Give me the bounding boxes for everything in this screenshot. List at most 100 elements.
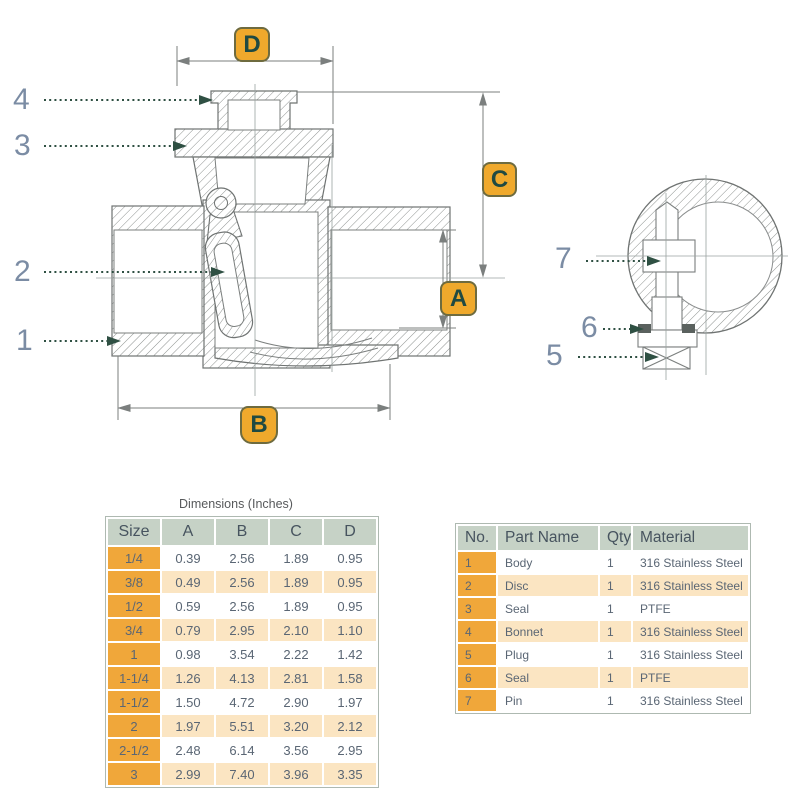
table-cell: 3.96 [270,763,322,785]
table-cell: 2.56 [216,571,268,593]
callout-6: 6 [581,311,598,344]
col-header-part-name: Part Name [498,526,598,550]
table-cell: Bonnet [498,621,598,642]
table-cell: 3.54 [216,643,268,665]
table-cell: 1 [600,690,631,711]
table-cell: 7 [458,690,496,711]
table-cell: 3 [458,598,496,619]
table-cell: 1 [600,552,631,573]
table-cell: 2.99 [162,763,214,785]
table-cell: 1.42 [324,643,376,665]
callout-2: 2 [14,255,31,288]
table-cell: 4.72 [216,691,268,713]
plug-body [651,296,683,331]
dim-badge-c: C [482,162,517,197]
table-cell: 2.10 [270,619,322,641]
col-header-a: A [162,519,214,545]
table-cell: 5 [458,644,496,665]
side-view [596,175,788,380]
table-cell: 2.22 [270,643,322,665]
table-cell: 2.56 [216,595,268,617]
table-cell: 1/2 [108,595,160,617]
table-cell: 316 Stainless Steel [633,552,748,573]
col-header-d: D [324,519,376,545]
table-cell: 0.98 [162,643,214,665]
table-cell: 0.95 [324,595,376,617]
col-header-material: Material [633,526,748,550]
technical-drawing [44,46,788,420]
table-cell: 0.49 [162,571,214,593]
table-cell: Seal [498,667,598,688]
table-cell: 316 Stainless Steel [633,575,748,596]
table-cell: 2-1/2 [108,739,160,761]
table-cell: 2 [458,575,496,596]
table-cell: 1 [458,552,496,573]
centerlines-front [96,84,505,396]
dimensions-table-title: Dimensions (Inches) [179,497,293,511]
table-cell: 1-1/4 [108,667,160,689]
callout-5: 5 [546,339,563,372]
callout-3: 3 [14,129,31,162]
table-cell: 6.14 [216,739,268,761]
table-cell: 1-1/2 [108,691,160,713]
table-cell: 2.48 [162,739,214,761]
table-cell: 1.10 [324,619,376,641]
table-cell: 1 [600,575,631,596]
table-cell: 0.95 [324,571,376,593]
callout-4: 4 [13,83,30,116]
table-cell: 2.95 [216,619,268,641]
callout-1: 1 [16,324,33,357]
col-header-c: C [270,519,322,545]
table-cell: 2.81 [270,667,322,689]
leader-arrowheads [107,95,661,362]
table-cell: 0.59 [162,595,214,617]
table-cell: 3.20 [270,715,322,737]
table-cell: 1.58 [324,667,376,689]
table-cell: PTFE [633,667,748,688]
table-cell: 3 [108,763,160,785]
table-cell: 3.56 [270,739,322,761]
table-cell: 0.95 [324,547,376,569]
table-cell: Body [498,552,598,573]
table-cell: 3.35 [324,763,376,785]
table-cell: 0.79 [162,619,214,641]
col-header-b: B [216,519,268,545]
plug-end-square [642,346,691,370]
dim-badge-b: B [240,406,278,444]
table-cell: 1 [600,621,631,642]
table-cell: 1.97 [324,691,376,713]
seal-left [638,324,651,333]
table-cell: 6 [458,667,496,688]
table-cell: 1.89 [270,595,322,617]
dimensions-header-row: Size A B C D [108,519,376,545]
centerlines-side [596,175,788,380]
table-cell: 2 [108,715,160,737]
table-cell: 1 [600,644,631,665]
table-cell: 2.12 [324,715,376,737]
table-cell: Pin [498,690,598,711]
dim-badge-d: D [234,27,270,62]
table-cell: 5.51 [216,715,268,737]
table-cell: 3/4 [108,619,160,641]
table-cell: 316 Stainless Steel [633,644,748,665]
table-cell: 4.13 [216,667,268,689]
table-cell: 316 Stainless Steel [633,621,748,642]
table-cell: 2.90 [270,691,322,713]
